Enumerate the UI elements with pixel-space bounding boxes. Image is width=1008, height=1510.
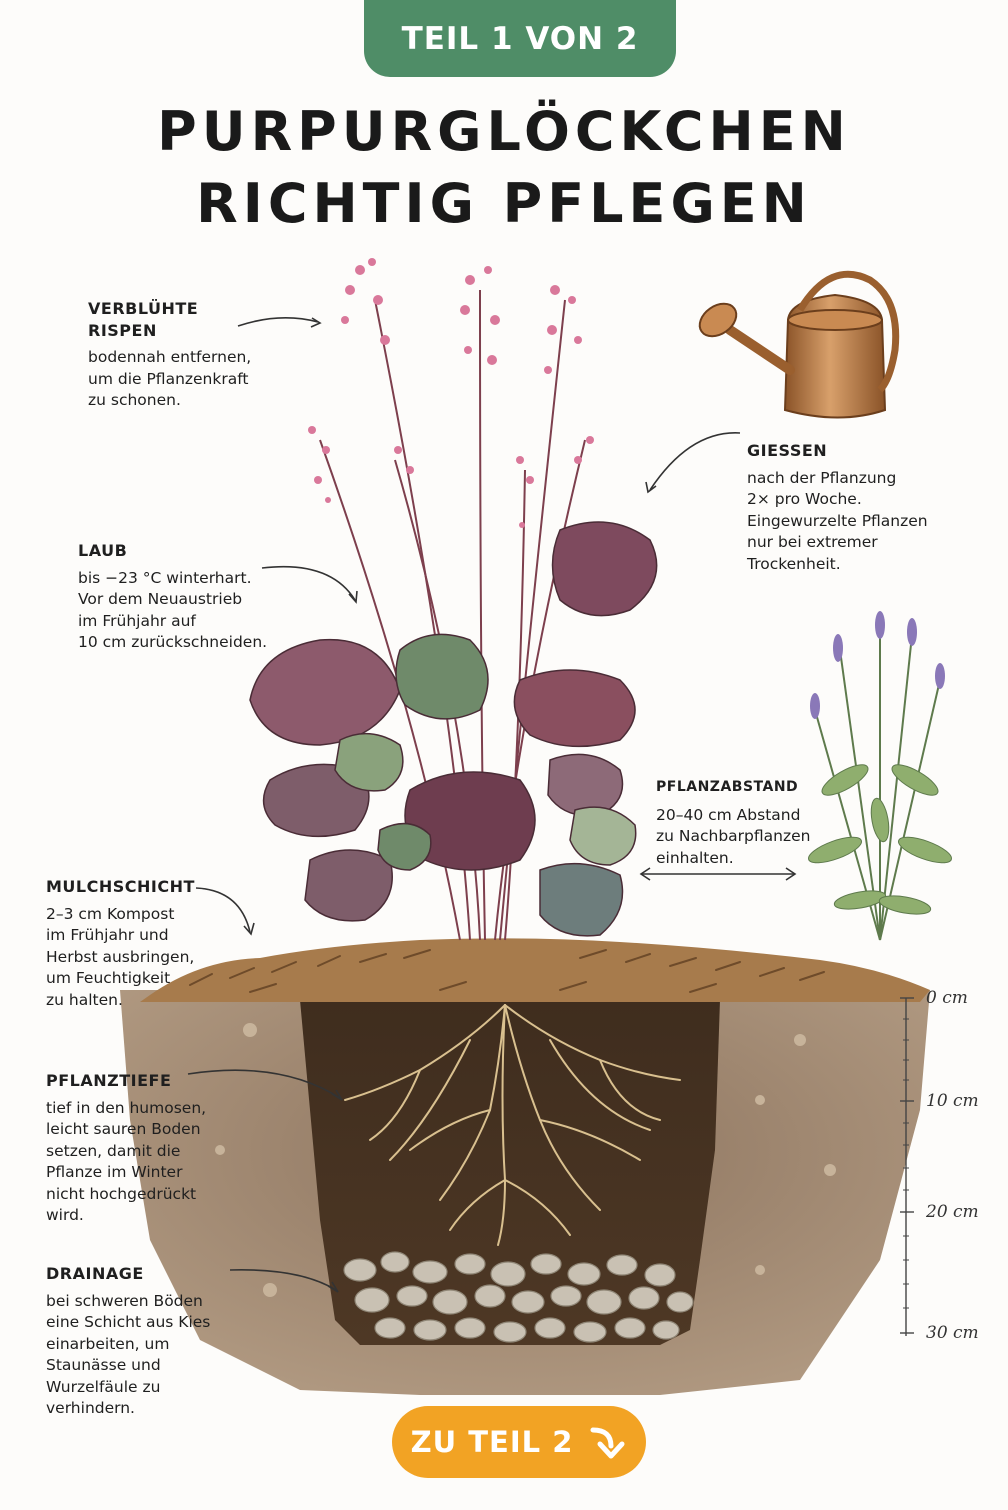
annotation-pflanztiefe-text: tief in den humosen, leicht sauren Boden… [46,1098,207,1225]
annotation-pflanztiefe-title: PFLANZTIEFE [46,1071,172,1090]
next-part-label: ZU TEIL 2 [410,1425,574,1459]
arrow-down-right-icon [590,1427,625,1459]
watering-can-icon [698,270,900,419]
drainage-gravel [343,1251,694,1343]
depth-label-30: 30 cm [926,1323,979,1343]
annotation-pflanzabstand: PFLANZABSTAND 20–40 cm Abstand zu Nachba… [656,777,856,869]
title-line-2: RICHTIG PFLEGEN [196,172,812,235]
annotation-mulchschicht-text: 2–3 cm Kompost im Frühjahr und Herbst au… [46,904,195,1009]
depth-scale-ruler [900,997,914,1336]
flower-blossoms [308,258,594,528]
annotation-laub-title: LAUB [78,541,128,560]
annotation-mulchschicht-title: MULCHSCHICHT [46,877,195,896]
annotation-rispen: VERBLÜHTE RISPEN bodennah entfernen, um … [88,298,288,412]
depth-label-20: 20 cm [926,1202,979,1222]
annotation-mulchschicht: MULCHSCHICHT 2–3 cm Kompost im Frühjahr … [46,876,246,1011]
part-indicator-label: TEIL 1 VON 2 [401,20,639,57]
plant-roots [344,1004,681,1246]
part-indicator-tab: TEIL 1 VON 2 [364,0,676,77]
annotation-laub: LAUB bis −23 °C winterhart. Vor dem Neua… [78,540,318,654]
annotation-giessen-text: nach der Pflanzung 2× pro Woche. Eingewu… [747,468,928,573]
depth-label-0: 0 cm [926,988,968,1008]
companion-lavender [808,611,952,941]
mulch-layer [140,938,930,1002]
heuchera-foliage [249,521,658,937]
depth-label-10: 10 cm [926,1091,979,1111]
annotation-drainage: DRAINAGE bei schweren Böden eine Schicht… [46,1263,246,1420]
annotation-arrows [187,317,797,1293]
annotation-giessen-title: GIESSEN [747,441,828,460]
page-title: PURPURGLÖCKCHEN RICHTIG PFLEGEN [0,96,1008,240]
annotation-pflanzabstand-title: PFLANZABSTAND [656,779,799,795]
annotation-drainage-title: DRAINAGE [46,1264,144,1283]
annotation-rispen-title: VERBLÜHTE RISPEN [88,299,199,340]
annotation-rispen-text: bodennah entfernen, um die Pflanzenkraft… [88,348,252,409]
annotation-giessen: GIESSEN nach der Pflanzung 2× pro Woche.… [747,440,987,575]
annotation-drainage-text: bei schweren Böden eine Schicht aus Kies… [46,1291,211,1418]
title-line-1: PURPURGLÖCKCHEN [157,100,851,163]
annotation-laub-text: bis −23 °C winterhart. Vor dem Neuaustri… [78,568,268,652]
next-part-button[interactable]: ZU TEIL 2 [392,1406,646,1478]
annotation-pflanztiefe: PFLANZTIEFE tief in den humosen, leicht … [46,1070,246,1227]
annotation-pflanzabstand-text: 20–40 cm Abstand zu Nachbarpflanzen einh… [656,805,811,867]
